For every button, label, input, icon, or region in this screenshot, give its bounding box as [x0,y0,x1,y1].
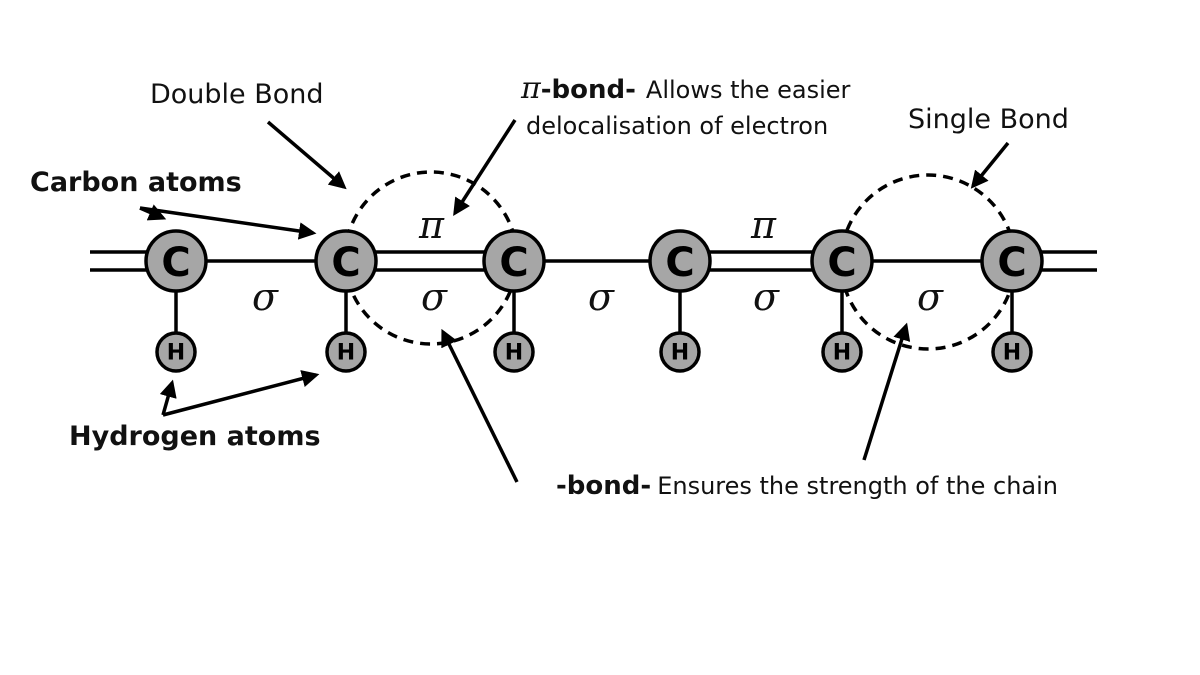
single-bond-arrow [970,141,1010,189]
carbon-atom [980,229,1044,293]
carbon-atom [482,229,546,293]
carbon-atoms-label: Carbon atoms [30,167,242,198]
sigma-bond-arrow [441,328,519,483]
sigma-symbol: σ [252,275,279,319]
carbon-symbol: C [161,240,190,286]
hydrogen-symbol: H [505,341,523,366]
hydrogen-atom [493,331,535,373]
single-bond-label: Single Bond [908,104,1069,135]
sigma-symbol: σ [753,275,780,319]
sigma-bond-arrow [862,322,911,461]
pi-bond-title: π-bond- Allows the easier [520,71,851,106]
hydrogen-symbol: H [671,341,689,366]
carbon-atom [648,229,712,293]
pi-bond-desc-line1: Allows the easier [646,76,851,104]
carbon-symbol: C [499,240,528,286]
pi-symbol: π [418,203,445,247]
carbon-symbol: C [665,240,694,286]
carbon-atom [144,229,208,293]
hydrogen-atom [991,331,1033,373]
atoms-group: H C H C H C H C H C H C [144,229,1044,373]
hydrogen-atom [659,331,701,373]
hydrogen-atom [821,331,863,373]
pi-bond-prefix: π [520,71,542,106]
carbon-symbol: C [331,240,360,286]
pi-bond-desc-line2: delocalisation of electron [526,112,828,140]
hydrogen-symbol: H [1003,341,1021,366]
hydrogen-atoms-arrow [159,379,177,416]
pi-symbol: π [750,203,777,247]
hydrogen-atom [155,331,197,373]
bond-lines [90,250,1097,272]
hydrogen-atoms-arrow [162,370,320,417]
hydrogen-symbol: H [167,341,185,366]
sigma-symbol: σ [917,275,944,319]
hydrogen-symbol: H [833,341,851,366]
carbon-atom [314,229,378,293]
hydrogen-symbol: H [337,341,355,366]
pi-bond-bold-text: -bond- [541,75,636,105]
double-bond-arrow [266,120,347,190]
carbon-symbol: C [827,240,856,286]
hydrogen-atoms-label: Hydrogen atoms [69,421,321,452]
sigma-bond-bold-text: -bond- [556,471,651,501]
carbon-symbol: C [997,240,1026,286]
carbon-atoms-arrow [139,206,317,240]
sigma-symbol: σ [421,275,448,319]
double-bond-label: Double Bond [150,79,324,110]
carbon-atom [810,229,874,293]
sigma-bond-desc: Ensures the strength of the chain [657,472,1058,500]
sigma-bond-title: -bond-Ensures the strength of the chain [556,471,1058,501]
hydrogen-atom [325,331,367,373]
sigma-symbol: σ [588,275,615,319]
pi-bond-arrow [453,119,517,216]
